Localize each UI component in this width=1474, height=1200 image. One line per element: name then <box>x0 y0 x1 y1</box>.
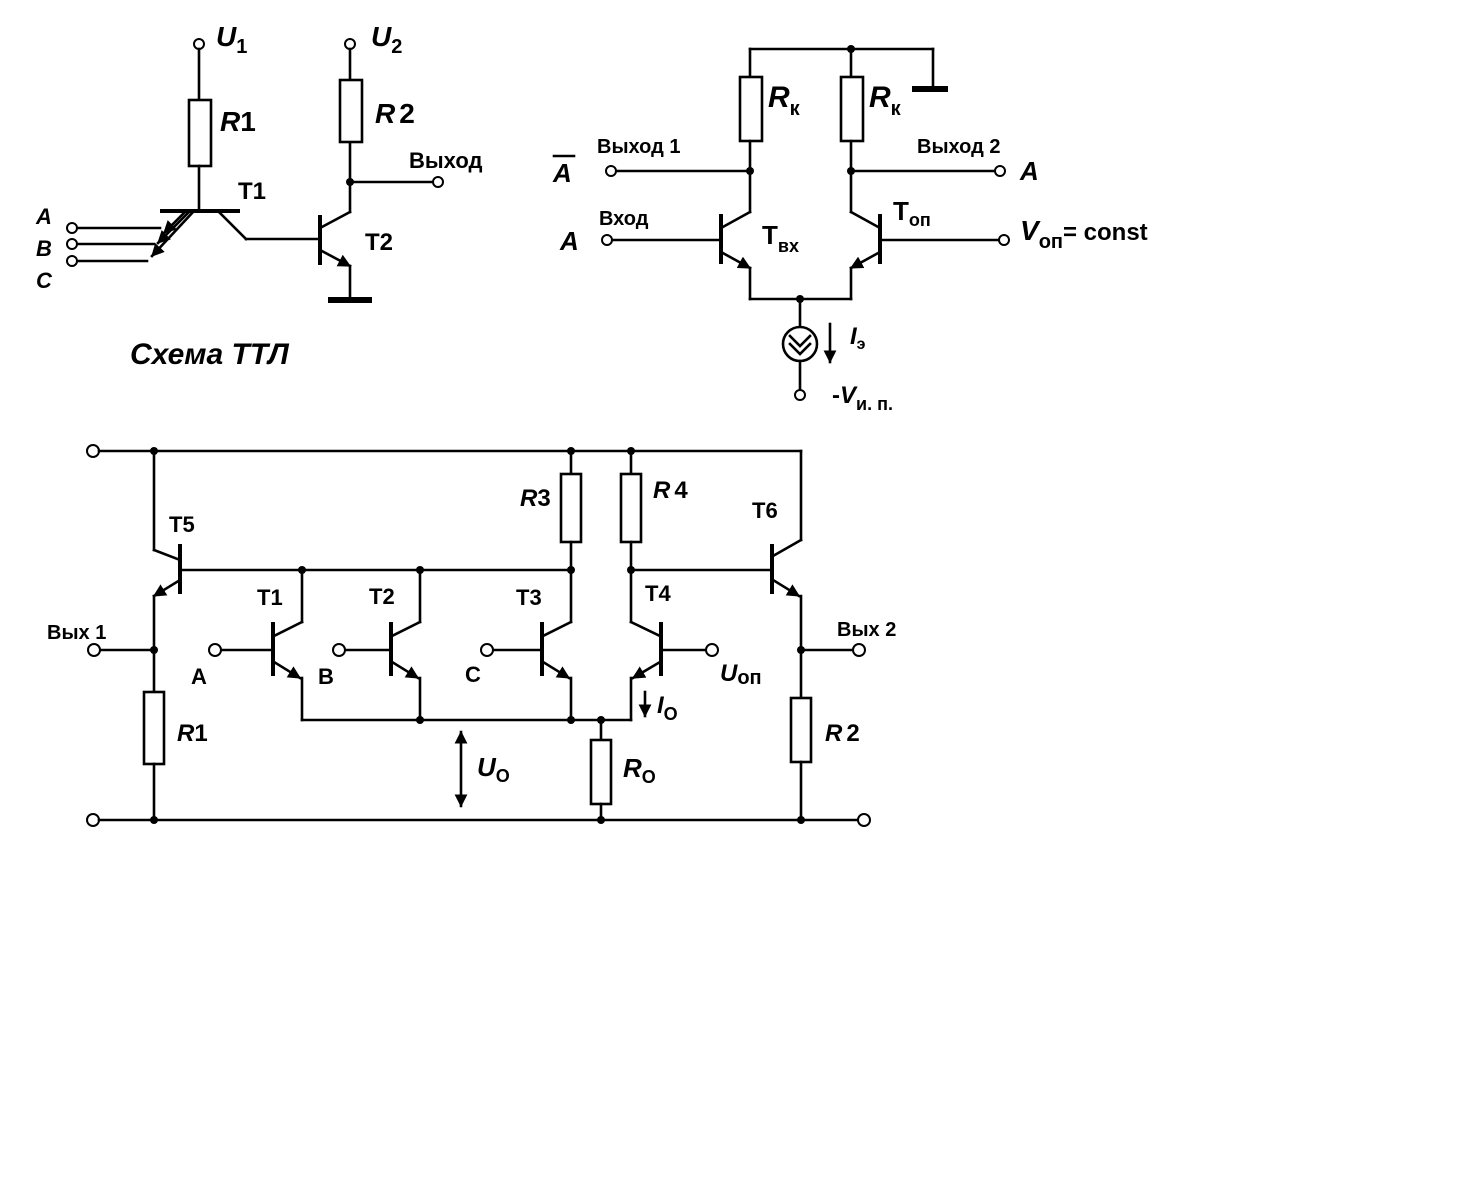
ecl-output2-terminal <box>994 165 1006 177</box>
ecl-tref-label: Tоп <box>893 196 931 230</box>
ecl-supply-terminal <box>794 389 806 401</box>
ecl-input-terminal <box>601 234 613 246</box>
ecl-a-bar-label: A <box>552 158 572 188</box>
ecl-rk-left-resistor <box>738 75 764 143</box>
ttl-u1-terminal <box>193 38 205 50</box>
ttl-t1-label: T1 <box>238 178 266 205</box>
full-uref-terminal <box>705 643 719 657</box>
ecl-basic-circuit: Rк Rк Выход 1 Выход 2 A A Вход A Tвх Tоп… <box>552 45 1148 414</box>
ttl-input-c-label: C <box>36 268 53 293</box>
full-t5-label: T5 <box>169 512 195 537</box>
full-r2-resistor <box>789 696 813 764</box>
full-input-b-label: B <box>318 664 334 689</box>
ttl-output-terminal <box>432 176 444 188</box>
ecl-tin-label: Tвх <box>762 220 799 256</box>
ttl-input-a-terminal <box>66 222 78 234</box>
full-io-label: IO <box>657 692 678 724</box>
ttl-output-label: Выход <box>409 148 483 173</box>
full-input-b-terminal <box>332 643 346 657</box>
full-r1-resistor <box>142 690 166 766</box>
ecl-rk-right-label: Rк <box>869 81 902 120</box>
ecl-output2-label: Выход 2 <box>917 136 1000 158</box>
full-t6-label: T6 <box>752 498 778 523</box>
full-bottom-right-terminal <box>857 813 871 827</box>
full-input-a-label: A <box>191 664 207 689</box>
ecl-vref-terminal <box>998 234 1010 246</box>
full-uo-label: UO <box>477 752 510 786</box>
full-top-left-terminal <box>86 444 100 458</box>
full-ro-label: RO <box>623 753 656 787</box>
full-t3-label: T3 <box>516 585 542 610</box>
ttl-input-b-label: B <box>36 236 52 261</box>
full-r3-label: R3 <box>520 485 551 512</box>
ttl-caption: Схема ТТЛ <box>130 338 290 371</box>
ttl-u2-label: U2 <box>371 21 402 58</box>
full-out1-terminal <box>87 643 101 657</box>
ecl-rk-left-label: Rк <box>768 81 801 120</box>
ecl-current-source <box>781 325 819 363</box>
full-input-a-terminal <box>208 643 222 657</box>
full-out2-label: Вых 2 <box>837 619 896 641</box>
ttl-r1-label: R1 <box>220 106 256 137</box>
full-bottom-left-terminal <box>86 813 100 827</box>
ecl-output1-label: Выход 1 <box>597 136 680 158</box>
ttl-r2-resistor <box>338 78 364 144</box>
ttl-u1-label: U1 <box>216 21 247 58</box>
ecl-supply-label: -Vи. п. <box>832 382 893 414</box>
ttl-input-b-terminal <box>66 238 78 250</box>
ecl-input-label: Вход <box>599 208 649 230</box>
ttl-input-c-terminal <box>66 255 78 267</box>
full-t1-label: T1 <box>257 585 283 610</box>
ecl-a-input-label: A <box>559 226 579 256</box>
ecl-rk-right-resistor <box>839 75 865 143</box>
full-out2-terminal <box>852 643 866 657</box>
ecl-a-out2-label: A <box>1019 156 1039 186</box>
ecl-ie-label: Iэ <box>850 323 866 353</box>
full-t4-label: T4 <box>645 581 671 606</box>
ttl-t2-label: T2 <box>365 229 393 256</box>
ecl-output1-terminal <box>605 165 617 177</box>
full-uref-label: Uоп <box>720 660 762 689</box>
full-r4-resistor <box>619 472 643 544</box>
full-input-c-label: C <box>465 662 481 687</box>
ttl-u2-terminal <box>344 38 356 50</box>
ecl-vref-label: Vоп= const <box>1020 215 1148 253</box>
full-t2-label: T2 <box>369 584 395 609</box>
full-out1-label: Вых 1 <box>47 622 106 644</box>
full-input-c-terminal <box>480 643 494 657</box>
ttl-r1-resistor <box>187 98 213 168</box>
full-r1-label: R1 <box>177 720 208 747</box>
full-r3-resistor <box>559 472 583 544</box>
ttl-input-a-label: A <box>35 204 52 229</box>
full-ro-resistor <box>589 738 613 806</box>
